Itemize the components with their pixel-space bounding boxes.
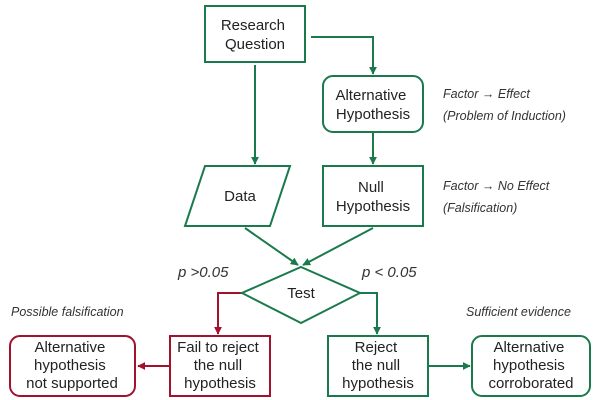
alt-note-line1: Factor → Effect [443, 87, 530, 101]
p-low-label: p < 0.05 [361, 264, 417, 281]
alt-corroborated-node: Alternative hypothesis corroborated [471, 335, 591, 397]
data-label: Data [224, 188, 256, 205]
data-node: Data [183, 165, 292, 227]
alternative-hypothesis-node: Alternative Hypothesis [322, 75, 424, 133]
possible-falsification-note: Possible falsification [11, 305, 124, 319]
research-question-label: Research Question [221, 17, 289, 53]
test-label: Test [287, 285, 315, 302]
arrow-test-to-fail [214, 292, 242, 335]
arrow-test-to-reject [360, 292, 381, 335]
fail-to-reject-label: Fail to reject the null hypothesis [177, 339, 263, 392]
fail-to-reject-node: Fail to reject the null hypothesis [169, 335, 271, 397]
arrow-data-to-test [244, 227, 299, 266]
research-question-node: Research Question [204, 5, 306, 63]
connectors [137, 36, 471, 370]
null-note-line1: Factor → No Effect [443, 179, 550, 193]
reject-null-node: Reject the null hypothesis [327, 335, 429, 397]
arrow-question-to-alternative [311, 36, 377, 75]
null-hypothesis-node: Null Hypothesis [322, 165, 424, 227]
p-high-label: p >0.05 [177, 264, 229, 281]
reject-null-label: Reject the null hypothesis [342, 339, 414, 392]
alt-not-supported-node: Alternative hypothesis not supported [9, 335, 136, 397]
sufficient-evidence-note: Sufficient evidence [466, 305, 571, 319]
alternative-hypothesis-label: Alternative Hypothesis [335, 87, 410, 123]
arrow-null-to-test [302, 227, 374, 266]
test-decision-node: Test [239, 265, 363, 325]
alt-note-line2: (Problem of Induction) [443, 109, 566, 123]
alt-not-supported-label: Alternative hypothesis not supported [26, 339, 118, 392]
null-hypothesis-label: Null Hypothesis [336, 179, 410, 215]
null-note-line2: (Falsification) [443, 201, 517, 215]
alt-corroborated-label: Alternative hypothesis corroborated [488, 339, 573, 392]
